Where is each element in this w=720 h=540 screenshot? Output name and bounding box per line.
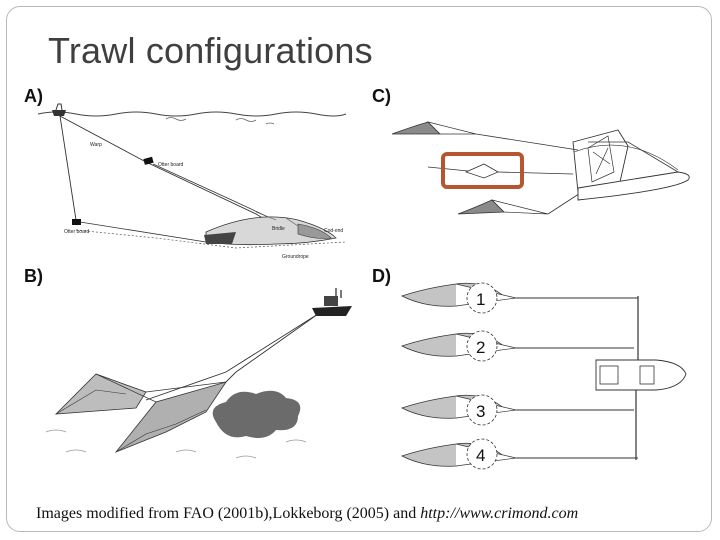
label-bridle: Bridle <box>272 226 285 232</box>
net-number-3: 3 <box>476 402 485 421</box>
panel-a-otter-trawl-diagram: Warp Otter board Otter board Bridle Cod-… <box>36 92 356 272</box>
slide-title: Trawl configurations <box>48 30 373 71</box>
panel-b-label: B) <box>24 266 43 286</box>
label-otter-board-upper: Otter board <box>158 162 184 168</box>
label-cod-end: Cod-end <box>324 228 343 234</box>
panel-c-pair-trawl-diagram <box>388 112 698 227</box>
label-otter-board-lower: Otter board <box>64 229 90 235</box>
label-warp: Warp <box>90 142 102 148</box>
net-number-2: 2 <box>476 338 485 357</box>
caption-url[interactable]: http://www.crimond.com <box>420 505 579 522</box>
highlight-box <box>441 152 524 189</box>
caption-text: Images modified from FAO (2001b),Lokkebo… <box>36 505 421 522</box>
image-credit-caption: Images modified from FAO (2001b),Lokkebo… <box>36 505 578 523</box>
net-number-1: 1 <box>476 290 485 309</box>
net-number-4: 4 <box>476 446 485 465</box>
panel-d-label: D) <box>372 266 391 286</box>
panel-d-quad-rig-diagram: 1 2 3 4 <box>396 278 696 473</box>
panel-c-label: C) <box>372 86 391 106</box>
panel-a-label: A) <box>24 86 43 106</box>
label-groundrope: Groundrope <box>282 254 309 260</box>
panel-b-twin-trawl-diagram <box>36 282 356 472</box>
